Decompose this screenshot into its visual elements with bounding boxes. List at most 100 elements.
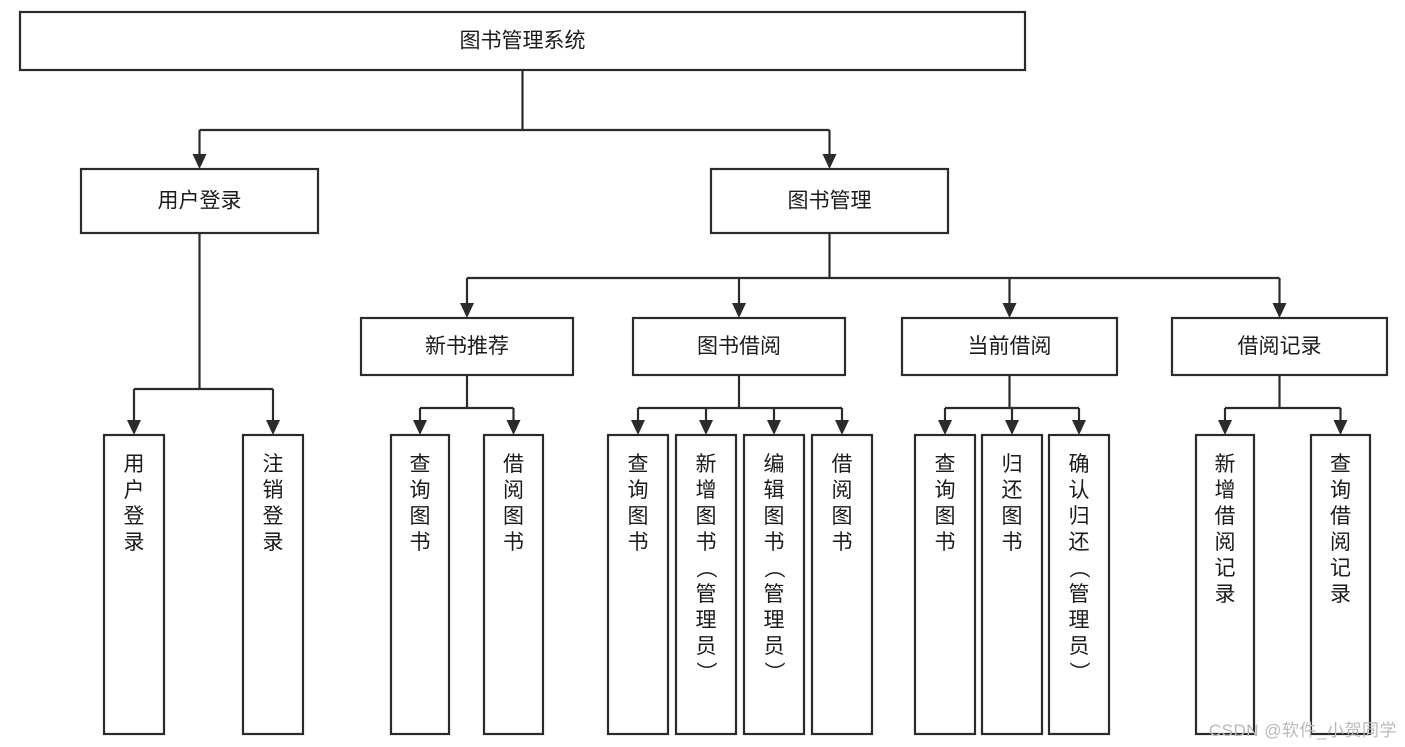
node-box-leaf-query-book-borrow	[606, 433, 670, 736]
node-leaf-query-borrow-record[interactable]: 查询借阅记录查询借阅记录	[1309, 433, 1372, 736]
node-label-char: （	[762, 558, 785, 579]
node-label-char: 归	[1069, 505, 1090, 528]
node-label-char: 还	[1069, 531, 1090, 554]
node-book-management[interactable]: 图书管理	[709, 167, 950, 235]
node-box-leaf-add-book-admin	[674, 433, 738, 736]
node-label-char: 员	[696, 635, 717, 658]
node-label-char: 图	[832, 505, 853, 528]
node-label-char: 增	[1215, 479, 1236, 502]
node-book-borrow[interactable]: 图书借阅	[631, 316, 847, 377]
node-label-char: 书	[832, 531, 853, 554]
node-label-char: 图	[628, 505, 649, 528]
node-box-leaf-user-login	[102, 433, 166, 736]
arrow-head-leaf-user-login	[127, 420, 141, 435]
node-label-char: 图	[1002, 505, 1023, 528]
node-leaf-add-borrow-record[interactable]: 新增借阅记录新增借阅记录	[1194, 433, 1256, 736]
arrow-head-user-login	[192, 154, 207, 169]
node-box-root	[18, 10, 1027, 72]
node-root[interactable]: 图书管理系统	[18, 10, 1027, 72]
node-label-char: 借	[1330, 505, 1351, 528]
node-leaf-return-book[interactable]: 归还图书归还图书	[980, 433, 1044, 736]
node-label-char: 新	[1215, 453, 1236, 476]
node-label-book-management: 图书管理	[788, 190, 872, 213]
node-box-borrow-record	[1170, 316, 1389, 377]
node-label-char: 辑	[764, 479, 785, 502]
node-label-char: 图	[503, 505, 524, 528]
node-label-char: （	[1067, 558, 1090, 579]
node-label-char: 图	[764, 505, 785, 528]
node-leaf-borrow-book[interactable]: 借阅图书借阅图书	[810, 433, 874, 736]
node-label-char: （	[694, 558, 717, 579]
node-user-login[interactable]: 用户登录	[79, 167, 320, 235]
arrow-head-leaf-borrow-book	[835, 420, 849, 435]
node-label-char: 阅	[832, 479, 853, 502]
node-label-char: 记	[1330, 557, 1351, 580]
node-label-char: 登	[263, 505, 284, 528]
node-borrow-record[interactable]: 借阅记录	[1170, 316, 1389, 377]
node-label-char: 录	[263, 531, 284, 554]
node-label-char: 用	[124, 453, 145, 476]
node-label-char: 归	[1002, 453, 1023, 476]
node-label-user-login: 用户登录	[158, 190, 242, 213]
node-label-char: 录	[124, 531, 145, 554]
node-leaf-user-logout[interactable]: 注销登录注销登录	[241, 433, 305, 736]
node-new-book-recommend[interactable]: 新书推荐	[359, 316, 575, 377]
node-label-char: 书	[503, 531, 524, 554]
node-label-char: 借	[832, 453, 853, 476]
node-label-char: 管	[696, 583, 717, 606]
connector-layer	[127, 70, 1348, 435]
node-box-book-borrow	[631, 316, 847, 377]
node-label-char: ）	[694, 662, 717, 683]
node-leaf-query-book-current[interactable]: 查询图书查询图书	[913, 433, 977, 736]
node-label-char: 询	[410, 479, 431, 502]
node-box-leaf-return-book	[980, 433, 1044, 736]
node-label-char: 记	[1215, 557, 1236, 580]
node-box-leaf-query-book-recommend	[389, 433, 451, 736]
node-label-char: 书	[696, 531, 717, 554]
node-leaf-query-book-borrow[interactable]: 查询图书查询图书	[606, 433, 670, 736]
node-label-char: 录	[1215, 583, 1236, 606]
node-label-char: 确	[1069, 453, 1090, 476]
node-label-char: 登	[124, 505, 145, 528]
node-label-char: 借	[1215, 505, 1236, 528]
node-label-new-book-recommend: 新书推荐	[425, 335, 509, 358]
node-box-current-borrow	[900, 316, 1119, 377]
node-box-leaf-borrow-book-recommend	[482, 433, 545, 736]
arrow-head-leaf-confirm-return-admin	[1072, 420, 1086, 435]
node-box-leaf-add-borrow-record	[1194, 433, 1256, 736]
node-box-user-login	[79, 167, 320, 235]
node-leaf-user-login[interactable]: 用户登录用户登录	[102, 433, 166, 736]
node-box-leaf-edit-book-admin	[742, 433, 806, 736]
node-label-char: 理	[764, 609, 785, 632]
node-layer: 图书管理系统用户登录图书管理新书推荐图书借阅当前借阅借阅记录用户登录用户登录注销…	[18, 10, 1389, 736]
node-label-char: 还	[1002, 479, 1023, 502]
node-label-char: 员	[1069, 635, 1090, 658]
node-label-char: 书	[1002, 531, 1023, 554]
node-box-leaf-user-logout	[241, 433, 305, 736]
node-box-book-management	[709, 167, 950, 235]
arrow-head-leaf-borrow-book-recommend	[506, 420, 521, 435]
node-label-book-borrow: 图书借阅	[697, 335, 781, 358]
node-label-char: 图	[696, 505, 717, 528]
node-label-char: ）	[762, 662, 785, 683]
node-label-char: 录	[1330, 583, 1351, 606]
arrow-head-leaf-user-logout	[266, 420, 280, 435]
node-box-leaf-confirm-return-admin	[1047, 433, 1111, 736]
arrow-head-leaf-edit-book-admin	[767, 420, 781, 435]
node-label-char: 图	[410, 505, 431, 528]
node-box-new-book-recommend	[359, 316, 575, 377]
node-label-char: 编	[764, 453, 785, 476]
node-label-char: 阅	[1215, 531, 1236, 554]
node-current-borrow[interactable]: 当前借阅	[900, 316, 1119, 377]
node-label-char: 阅	[503, 479, 524, 502]
arrow-head-current-borrow	[1002, 303, 1017, 318]
node-box-leaf-borrow-book	[810, 433, 874, 736]
node-leaf-query-book-recommend[interactable]: 查询图书查询图书	[389, 433, 451, 736]
node-label-char: 书	[410, 531, 431, 554]
node-leaf-borrow-book-recommend[interactable]: 借阅图书借阅图书	[482, 433, 545, 736]
node-label-char: 理	[696, 609, 717, 632]
